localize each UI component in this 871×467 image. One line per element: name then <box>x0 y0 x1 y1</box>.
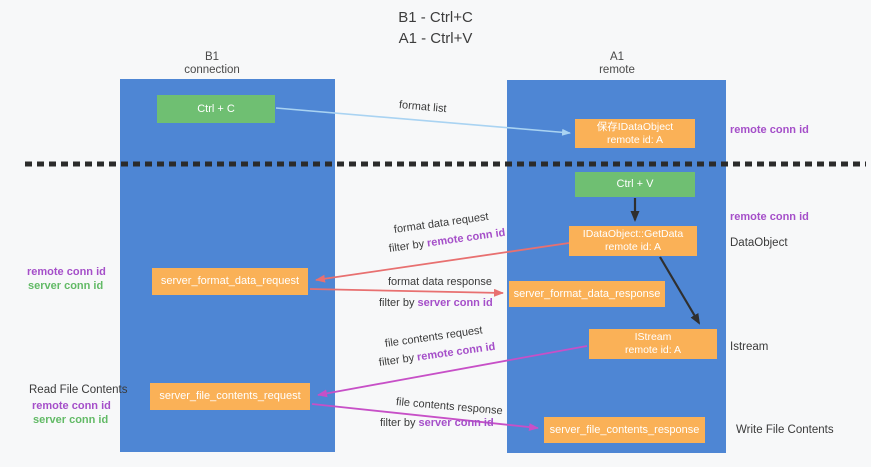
filter-by-text: filter by <box>379 297 418 309</box>
save-dataobject-line1: 保存IDataObject <box>596 120 674 133</box>
remote-conn-id-text: remote conn id <box>416 340 497 364</box>
label-filter-by-server-1: filter by server conn id <box>379 297 493 309</box>
file-response-label: server_file_contents_response <box>549 423 700 436</box>
filter-by-text: filter by <box>378 351 418 369</box>
label-left-server-conn-id-2: server conn id <box>33 414 109 426</box>
save-dataobject-line2: remote id: A <box>606 133 664 146</box>
server-conn-id-text: server conn id <box>418 417 494 429</box>
right-column-title: A1 <box>609 51 625 63</box>
node-server-format-data-response: server_format_data_response <box>509 281 665 307</box>
label-write-file-contents: Write File Contents <box>736 424 834 436</box>
label-format-data-response: format data response <box>388 276 492 288</box>
node-save-dataobject: 保存IDataObject remote id: A <box>575 119 695 148</box>
filter-by-text: filter by <box>388 237 428 255</box>
left-column-header: B1 connection <box>162 51 262 77</box>
label-remote-conn-id-mid: remote conn id <box>730 211 809 223</box>
format-request-label: server_format_data_request <box>160 275 300 287</box>
arrow-format-data-response <box>309 288 504 297</box>
node-istream: IStream remote id: A <box>589 329 717 359</box>
ctrl-v-label: Ctrl + V <box>616 178 654 190</box>
label-istream-side: Istream <box>730 341 769 353</box>
server-conn-id-text: server conn id <box>417 297 493 309</box>
filter-by-text: filter by <box>380 417 419 429</box>
label-read-file-contents: Read File Contents <box>29 384 128 396</box>
format-response-label: server_format_data_response <box>513 287 661 300</box>
getdata-line2: remote id: A <box>604 241 662 253</box>
label-left-remote-conn-id: remote conn id <box>27 266 106 278</box>
label-file-contents-response: file contents response <box>395 396 504 418</box>
left-column-subtitle: connection <box>184 64 240 76</box>
node-ctrl-c: Ctrl + C <box>157 95 275 123</box>
remote-conn-id-text: remote conn id <box>426 226 507 250</box>
node-server-format-data-request: server_format_data_request <box>152 268 308 295</box>
node-getdata: IDataObject::GetData remote id: A <box>569 226 697 256</box>
file-request-label: server_file_contents_request <box>159 390 301 402</box>
label-remote-conn-id-top: remote conn id <box>730 124 809 136</box>
label-left-server-conn-id: server conn id <box>28 280 104 292</box>
istream-line1: IStream <box>634 331 672 343</box>
left-column-title: B1 <box>204 51 220 63</box>
diagram-title: B1 - Ctrl+C A1 - Ctrl+V <box>0 7 871 49</box>
label-left-remote-conn-id-2: remote conn id <box>32 400 111 412</box>
label-format-list: format list <box>398 99 448 116</box>
right-column-subtitle: remote <box>599 64 635 76</box>
title-line-1: B1 - Ctrl+C <box>398 9 473 26</box>
right-column-header: A1 remote <box>567 51 667 77</box>
node-server-file-contents-response: server_file_contents_response <box>544 417 705 443</box>
istream-line2: remote id: A <box>624 344 682 356</box>
ctrl-c-label: Ctrl + C <box>197 102 235 115</box>
node-server-file-contents-request: server_file_contents_request <box>150 383 310 410</box>
node-ctrl-v: Ctrl + V <box>575 172 695 197</box>
getdata-line1: IDataObject::GetData <box>582 228 684 240</box>
label-dataobject: DataObject <box>730 237 788 249</box>
title-line-2: A1 - Ctrl+V <box>398 30 473 47</box>
label-filter-by-server-2: filter by server conn id <box>380 417 494 429</box>
